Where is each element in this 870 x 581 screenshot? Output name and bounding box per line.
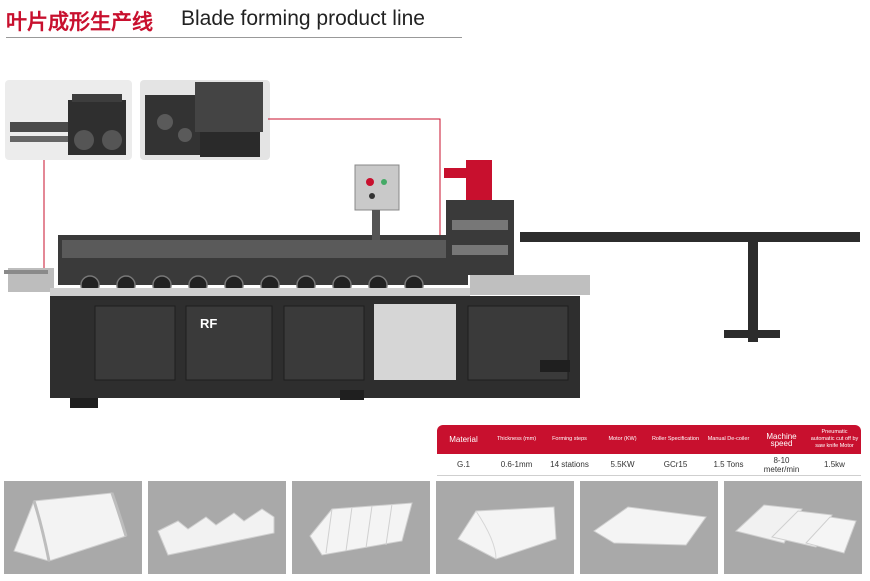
spec-header: Forming steps xyxy=(543,425,596,454)
spec-header: Machine speed xyxy=(755,425,808,454)
spec-value: 1.5 Tons xyxy=(702,454,755,476)
product-tile xyxy=(148,481,286,574)
spec-value: GCr15 xyxy=(649,454,702,476)
spec-header: Material xyxy=(437,425,490,454)
spec-header: Pneumatic automatic cut off by saw knife… xyxy=(808,425,861,454)
spec-header: Manual De-coiler xyxy=(702,425,755,454)
blade-profile-icon xyxy=(593,506,707,546)
table-row: G.1 0.6-1mm 14 stations 5.5KW GCr15 1.5 … xyxy=(437,454,861,476)
spec-header: Thickness (mm) xyxy=(490,425,543,454)
title-chinese: 叶片成形生产线 xyxy=(6,10,153,34)
spec-header: Roller Specification xyxy=(649,425,702,454)
spec-header-row: Material Thickness (mm) Forming steps Mo… xyxy=(437,425,861,454)
spec-value: 14 stations xyxy=(543,454,596,476)
machine-logo: RF xyxy=(200,316,217,331)
title-english: Blade forming product line xyxy=(181,7,425,30)
spec-value: 5.5KW xyxy=(596,454,649,476)
product-gallery xyxy=(4,481,864,574)
corrugated-sheet-icon xyxy=(309,502,413,556)
product-tile xyxy=(436,481,574,574)
page-header: 叶片成形生产线 Blade forming product line xyxy=(6,4,462,38)
spec-value: G.1 xyxy=(437,454,490,476)
header-divider xyxy=(6,37,462,38)
detail-photo-right xyxy=(140,80,270,160)
product-tile xyxy=(724,481,862,574)
spec-header: Motor (KW) xyxy=(596,425,649,454)
machine-illustration: RF xyxy=(4,80,860,408)
blade-profile-icon xyxy=(457,506,557,560)
product-tile xyxy=(292,481,430,574)
forming-machine: RF xyxy=(4,160,860,408)
detail-photo-left xyxy=(5,80,132,160)
trapezoid-sheet-icon xyxy=(157,508,275,556)
spec-table: Material Thickness (mm) Forming steps Mo… xyxy=(437,425,861,476)
spec-value: 1.5kw xyxy=(808,454,861,476)
product-tile xyxy=(580,481,718,574)
panel-rounded-profile-icon xyxy=(13,492,128,562)
callout-lines xyxy=(43,118,441,273)
stacked-blades-icon xyxy=(734,504,857,554)
product-tile xyxy=(4,481,142,574)
spec-value: 8-10 meter/min xyxy=(755,454,808,476)
spec-value: 0.6-1mm xyxy=(490,454,543,476)
